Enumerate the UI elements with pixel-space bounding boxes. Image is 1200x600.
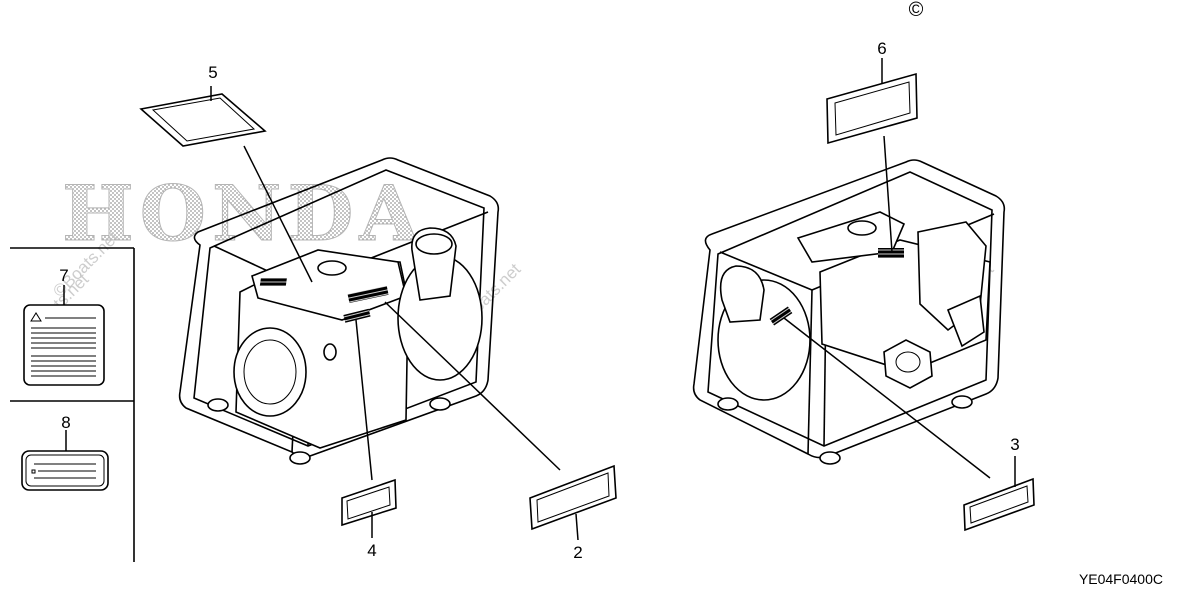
leader-line bbox=[384, 301, 561, 471]
water-pump-rear-view bbox=[692, 159, 1006, 465]
leader-line bbox=[355, 319, 373, 481]
callout-4: 4 bbox=[367, 541, 376, 560]
callout-7: 7 bbox=[59, 266, 68, 285]
decal-5: 5 bbox=[139, 63, 267, 147]
callout-6: 6 bbox=[877, 39, 886, 58]
leader-line bbox=[783, 317, 991, 479]
callout-2: 2 bbox=[573, 543, 582, 562]
decal-7: 7 bbox=[23, 266, 105, 386]
callout-3: 3 bbox=[1010, 435, 1019, 454]
diagram-code: YE04F0400C bbox=[1079, 571, 1163, 587]
decal-6: 6 bbox=[826, 39, 918, 145]
decal-8: 8 bbox=[21, 413, 109, 491]
warning-triangle-icon bbox=[30, 312, 42, 322]
leader-line bbox=[243, 145, 313, 283]
label-panel bbox=[10, 247, 135, 562]
decal-2: 2 bbox=[529, 464, 617, 562]
callout-5: 5 bbox=[208, 63, 217, 82]
brand-watermark: HONDA bbox=[62, 169, 424, 258]
copyright-symbol: © bbox=[909, 0, 924, 21]
decal-3: 3 bbox=[963, 435, 1035, 532]
leader-line bbox=[883, 135, 893, 253]
water-pump-front-view bbox=[178, 157, 500, 465]
decal-4: 4 bbox=[341, 478, 397, 560]
callout-8: 8 bbox=[61, 413, 70, 432]
